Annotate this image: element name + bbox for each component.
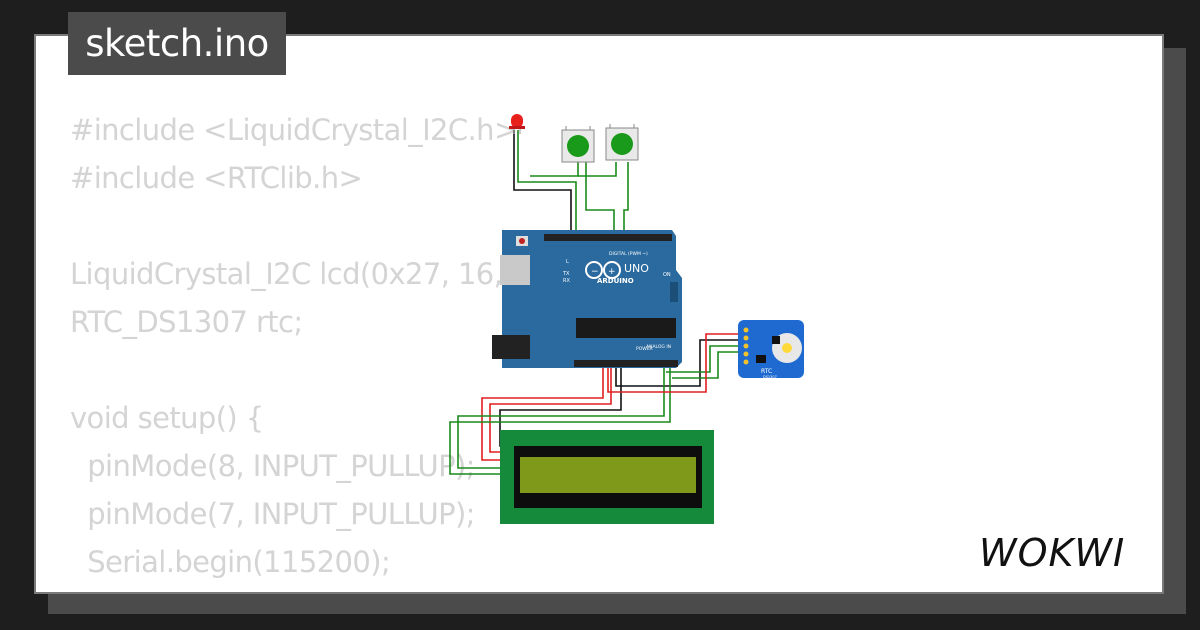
code-line: void setup() { xyxy=(70,401,264,435)
scl-rtc-wire xyxy=(672,351,740,379)
rtc-label: RTC xyxy=(761,368,772,375)
red-led[interactable] xyxy=(509,114,525,134)
svg-text:+: + xyxy=(608,267,616,277)
atmega-chip xyxy=(576,318,676,338)
rx-label: RX xyxy=(563,278,570,284)
code-line: pinMode(7, INPUT_PULLUP); xyxy=(70,497,475,531)
svg-text:−: − xyxy=(591,267,599,277)
board-brand-label: ARDUINO xyxy=(597,277,634,285)
digital-label: DIGITAL (PWM ~) xyxy=(609,251,648,257)
rtc-vcc-wire xyxy=(607,333,740,393)
push-button-2[interactable] xyxy=(605,124,639,161)
power-analog-header xyxy=(574,360,678,367)
sda-rtc-wire xyxy=(666,345,740,373)
tx-label: TX xyxy=(562,271,570,277)
code-preview: #include <LiquidCrystal_I2C.h> #include … xyxy=(70,106,549,586)
button-wire xyxy=(585,162,615,238)
code-line: Serial.begin(115200); xyxy=(70,545,391,579)
digital-header xyxy=(544,234,672,241)
rtc-sublabel: DS1307 xyxy=(763,375,777,379)
code-line: #include <LiquidCrystal_I2C.h> xyxy=(70,113,518,147)
power-jack xyxy=(492,335,530,359)
filename-tag: sketch.ino xyxy=(68,12,286,75)
l-label: L xyxy=(566,259,569,265)
power-label: POWER xyxy=(636,346,653,352)
usb-port xyxy=(500,255,530,285)
code-line: #include <RTClib.h> xyxy=(70,161,363,195)
button-wire xyxy=(530,162,579,177)
push-button-1[interactable] xyxy=(561,126,595,163)
analog-label: ANALOG IN xyxy=(646,344,671,350)
board-model-label: UNO xyxy=(624,262,649,275)
wires xyxy=(449,130,740,475)
arduino-uno-board[interactable]: − + UNO ARDUINO DIGITAL (PWM ~) POWER AN… xyxy=(492,230,682,368)
vcc-wire xyxy=(481,362,604,461)
led-wire xyxy=(517,130,577,238)
code-line: pinMode(8, INPUT_PULLUP); xyxy=(70,449,475,483)
gnd-wire xyxy=(615,339,740,387)
wokwi-logo-text: WOKWI xyxy=(979,531,1125,575)
vcc-wire xyxy=(489,362,612,453)
on-label: ON xyxy=(663,272,671,278)
lcd-screen xyxy=(520,457,696,493)
button-wire xyxy=(578,162,617,177)
wokwi-logo: WOKWI xyxy=(979,531,1125,575)
code-line: RTC_DS1307 rtc; xyxy=(70,305,303,339)
button-wire xyxy=(623,162,629,238)
led-ground-wire xyxy=(513,130,572,238)
lcd-1602-display[interactable] xyxy=(500,430,714,524)
rtc-ds1307-module[interactable]: RTC DS1307 xyxy=(738,320,804,379)
sda-wire xyxy=(457,362,665,469)
scl-wire xyxy=(449,362,671,475)
